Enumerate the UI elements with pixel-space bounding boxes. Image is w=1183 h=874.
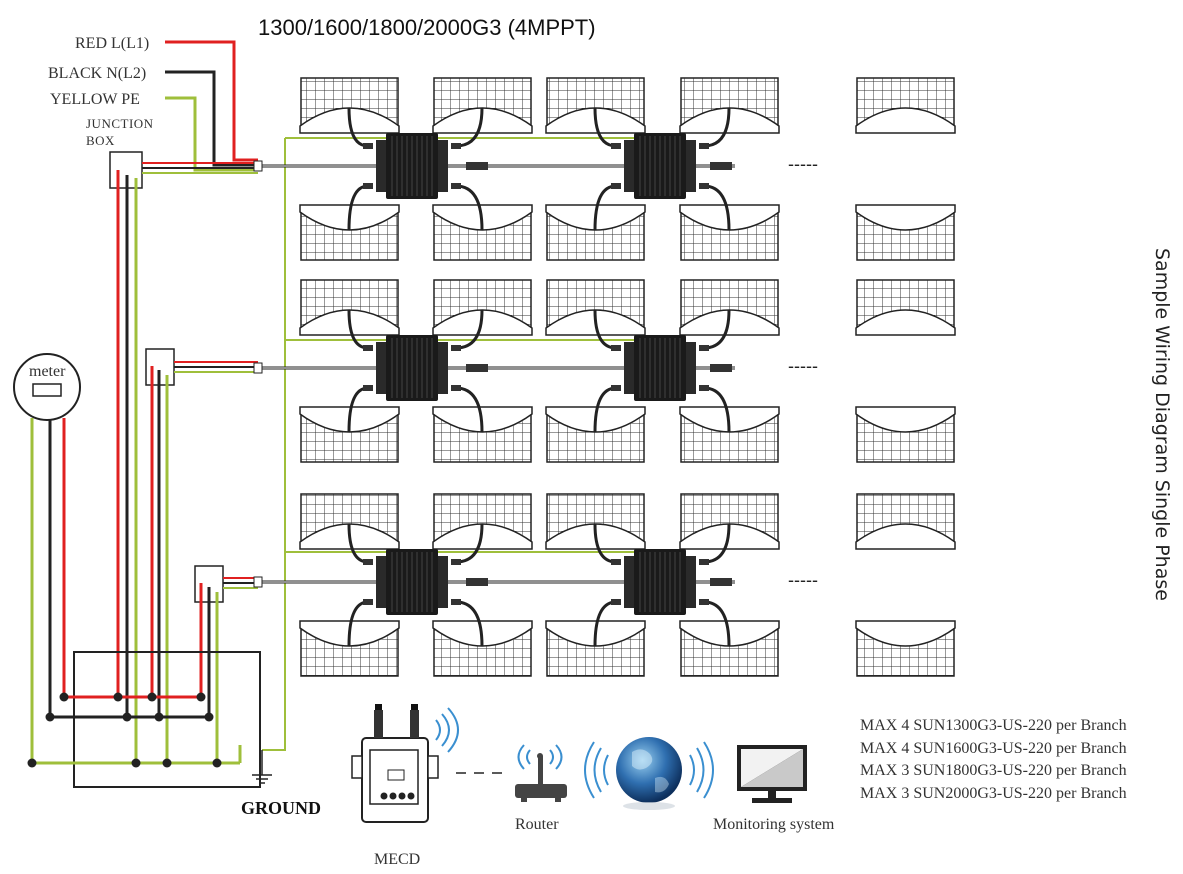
- ac-connector-row-3-a: [466, 578, 488, 586]
- ground-symbol: [238, 745, 272, 784]
- solar-panel-r3-c4-top: [679, 493, 780, 550]
- globe-wifi-icon: [584, 741, 714, 799]
- microinverter-row-1-2: [611, 133, 709, 199]
- solar-panel-r3-c5-top: [855, 493, 956, 550]
- service-panel: [73, 651, 261, 788]
- junction-box-label: JUNCTION: [86, 116, 154, 131]
- mecd-wifi-icon: [435, 707, 459, 753]
- continuation-mark-row-2: -----: [788, 356, 818, 376]
- mecd-device: [351, 704, 439, 823]
- router-label: Router: [515, 816, 559, 833]
- junction-box-label-2: BOX: [86, 133, 115, 148]
- solar-panel-r2-c4-bottom: [679, 406, 780, 463]
- solar-panel-r3-c4-bottom: [679, 620, 780, 677]
- ac-end-cap-row-2: [253, 362, 263, 374]
- ac-connector-row-3-b: [710, 578, 732, 586]
- wire-label-red: RED L(L1): [75, 35, 149, 52]
- panel-terminals: [27, 692, 222, 768]
- solar-panel-r1-c4-bottom: [679, 204, 780, 261]
- solar-panel-r1-c5-bottom: [855, 204, 956, 261]
- monitor-icon: [737, 745, 807, 803]
- router-wifi-icon: [517, 744, 563, 770]
- ac-end-cap-row-3: [253, 576, 263, 588]
- branch-note-4: MAX 3 SUN2000G3-US-220 per Branch: [860, 785, 1127, 802]
- solar-panel-r1-c2-bottom: [432, 204, 533, 261]
- router-icon: [515, 753, 567, 802]
- meter-label: meter: [29, 363, 66, 380]
- wire-label-yellow: YELLOW PE: [50, 91, 140, 108]
- ac-connector-row-2-a: [466, 364, 488, 372]
- continuation-mark-row-1: -----: [788, 154, 818, 174]
- trunk-lines: [142, 162, 258, 589]
- feeder-wires: [116, 170, 219, 763]
- solar-panel-r1-c2-top: [432, 77, 533, 134]
- microinverter-row-2-1: [363, 335, 461, 401]
- monitoring-label: Monitoring system: [713, 816, 835, 833]
- branch-note-1: MAX 4 SUN1300G3-US-220 per Branch: [860, 717, 1127, 734]
- meter-display: [32, 383, 62, 397]
- ground-trunk: [262, 137, 640, 751]
- solar-panel-r2-c2-top: [432, 279, 533, 336]
- mecd-label: MECD: [374, 851, 420, 868]
- legend-wires: [165, 40, 258, 172]
- solar-panel-r2-c5-bottom: [855, 406, 956, 463]
- microinverter-row-3-1: [363, 549, 461, 615]
- microinverter-row-1-1: [363, 133, 461, 199]
- solar-panel-r3-c2-bottom: [432, 620, 533, 677]
- ac-connector-row-1-b: [710, 162, 732, 170]
- continuation-mark-row-3: -----: [788, 570, 818, 590]
- branch-note-3: MAX 3 SUN1800G3-US-220 per Branch: [860, 762, 1127, 779]
- solar-panel-r1-c4-top: [679, 77, 780, 134]
- solar-panel-r3-c2-top: [432, 493, 533, 550]
- ac-end-cap-row-1: [253, 160, 263, 172]
- solar-panel-r2-c4-top: [679, 279, 780, 336]
- solar-panel-r2-c5-top: [855, 279, 956, 336]
- microinverter-row-2-2: [611, 335, 709, 401]
- meter-wires: [30, 418, 66, 763]
- solar-panel-r1-c5-top: [855, 77, 956, 134]
- ac-connector-row-2-b: [710, 364, 732, 372]
- ac-connector-row-1-a: [466, 162, 488, 170]
- solar-array: [253, 77, 956, 677]
- solar-panel-r2-c2-bottom: [432, 406, 533, 463]
- ground-label: GROUND: [241, 798, 321, 818]
- solar-panel-r3-c5-bottom: [855, 620, 956, 677]
- microinverter-row-3-2: [611, 549, 709, 615]
- branch-note-2: MAX 4 SUN1600G3-US-220 per Branch: [860, 740, 1127, 757]
- diagram-title: 1300/1600/1800/2000G3 (4MPPT): [258, 15, 596, 40]
- wire-label-black: BLACK N(L2): [48, 65, 146, 82]
- side-title: Sample Wiring Diagram Single Phase: [1151, 248, 1173, 601]
- globe-icon: [616, 737, 682, 810]
